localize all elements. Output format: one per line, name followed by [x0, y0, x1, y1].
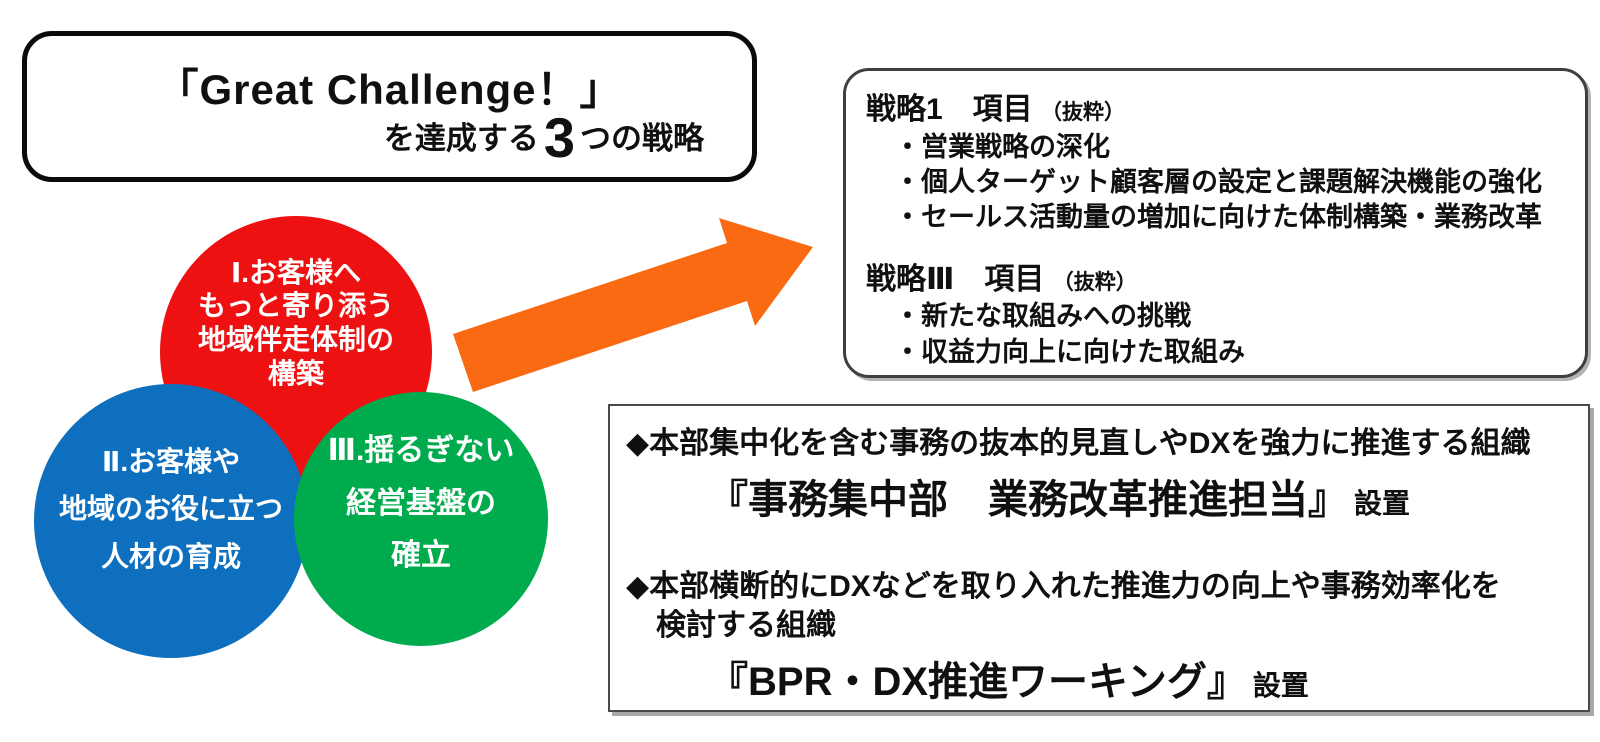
strategy-circle-3: Ⅲ.揺るぎない 経営基盤の 確立 — [294, 392, 548, 646]
subtitle-suffix: つの戦略 — [580, 121, 704, 156]
circle-1-line: もっと寄り添う — [197, 290, 394, 322]
strategy-3-heading-text: 戦略Ⅲ 項目 — [866, 262, 1045, 296]
strategy-1-bullet: ・営業戦略の深化 — [894, 131, 1110, 162]
org-item-2-name-line: 『BPR・DX推進ワーキング』設置 — [708, 649, 1572, 707]
org-item-2-description-line2: 検討する組織 — [656, 609, 836, 642]
org-item-1-suffix: 設置 — [1354, 488, 1411, 519]
subtitle-prefix: を達成する — [383, 121, 539, 156]
org-item-2-name: 『BPR・DX推進ワーキング』 — [708, 660, 1247, 704]
circle-3-line: Ⅲ.揺るぎない — [327, 434, 515, 468]
subtitle-number-3: 3 — [543, 106, 575, 169]
circle-1-line: 構築 — [267, 357, 324, 389]
organization-box: ◆本部集中化を含む事務の抜本的見直しやDXを強力に推進する組織 『事務集中部 業… — [608, 404, 1590, 712]
strategy-1-bullet: ・セールス活動量の増加に向けた体制構築・業務改革 — [894, 201, 1542, 232]
circle-3-line: 経営基盤の — [346, 486, 496, 520]
circle-1-line: 地域伴走体制の — [197, 324, 394, 355]
circle-2-line: Ⅱ.お客様や — [101, 445, 241, 477]
org-item-2-suffix: 設置 — [1252, 670, 1309, 701]
strategy-1-note: （抜粋） — [1041, 101, 1126, 124]
strategy-items-box: 戦略1 項目 （抜粋） ・営業戦略の深化 ・個人ターゲット顧客層の設定と課題解決… — [843, 68, 1588, 378]
strategy-3-bullet: ・新たな取組みへの挑戦 — [894, 301, 1191, 332]
strategy-3-bullet: ・収益力向上に向けた取組み — [894, 336, 1245, 367]
great-challenge-title: 「Great Challenge！」 — [156, 66, 623, 113]
org-item-1-name: 『事務集中部 業務改革推進担当』 — [708, 478, 1348, 522]
circle-2-line: 人材の育成 — [100, 540, 241, 572]
org-item-1-name-line: 『事務集中部 業務改革推進担当』設置 — [708, 467, 1572, 525]
org-spacer — [626, 525, 1572, 567]
strategy-1-heading: 戦略1 項目 （抜粋） — [866, 90, 1565, 130]
strategy-circle-2: Ⅱ.お客様や 地域のお役に立つ 人材の育成 — [34, 384, 308, 658]
section-spacer — [866, 235, 1565, 260]
circle-3-line: 確立 — [391, 539, 451, 573]
strategy-3-note: （抜粋） — [1052, 270, 1137, 294]
circle-2-line: 地域のお役に立つ — [58, 493, 283, 525]
strategy-3-heading: 戦略Ⅲ 項目 （抜粋） — [866, 260, 1565, 300]
org-item-2-description-line1: ◆本部横断的にDXなどを取り入れた推進力の向上や事務効率化を — [626, 570, 1501, 603]
strategy-1-bullet: ・個人ターゲット顧客層の設定と課題解決機能の強化 — [894, 166, 1542, 197]
strategy-1-heading-text: 戦略1 項目 — [866, 93, 1033, 126]
flow-arrow-icon — [453, 218, 813, 392]
org-item-1-description: ◆本部集中化を含む事務の抜本的見直しやDXを強力に推進する組織 — [626, 427, 1531, 460]
circle-1-line: Ⅰ.お客様へ — [230, 256, 362, 288]
